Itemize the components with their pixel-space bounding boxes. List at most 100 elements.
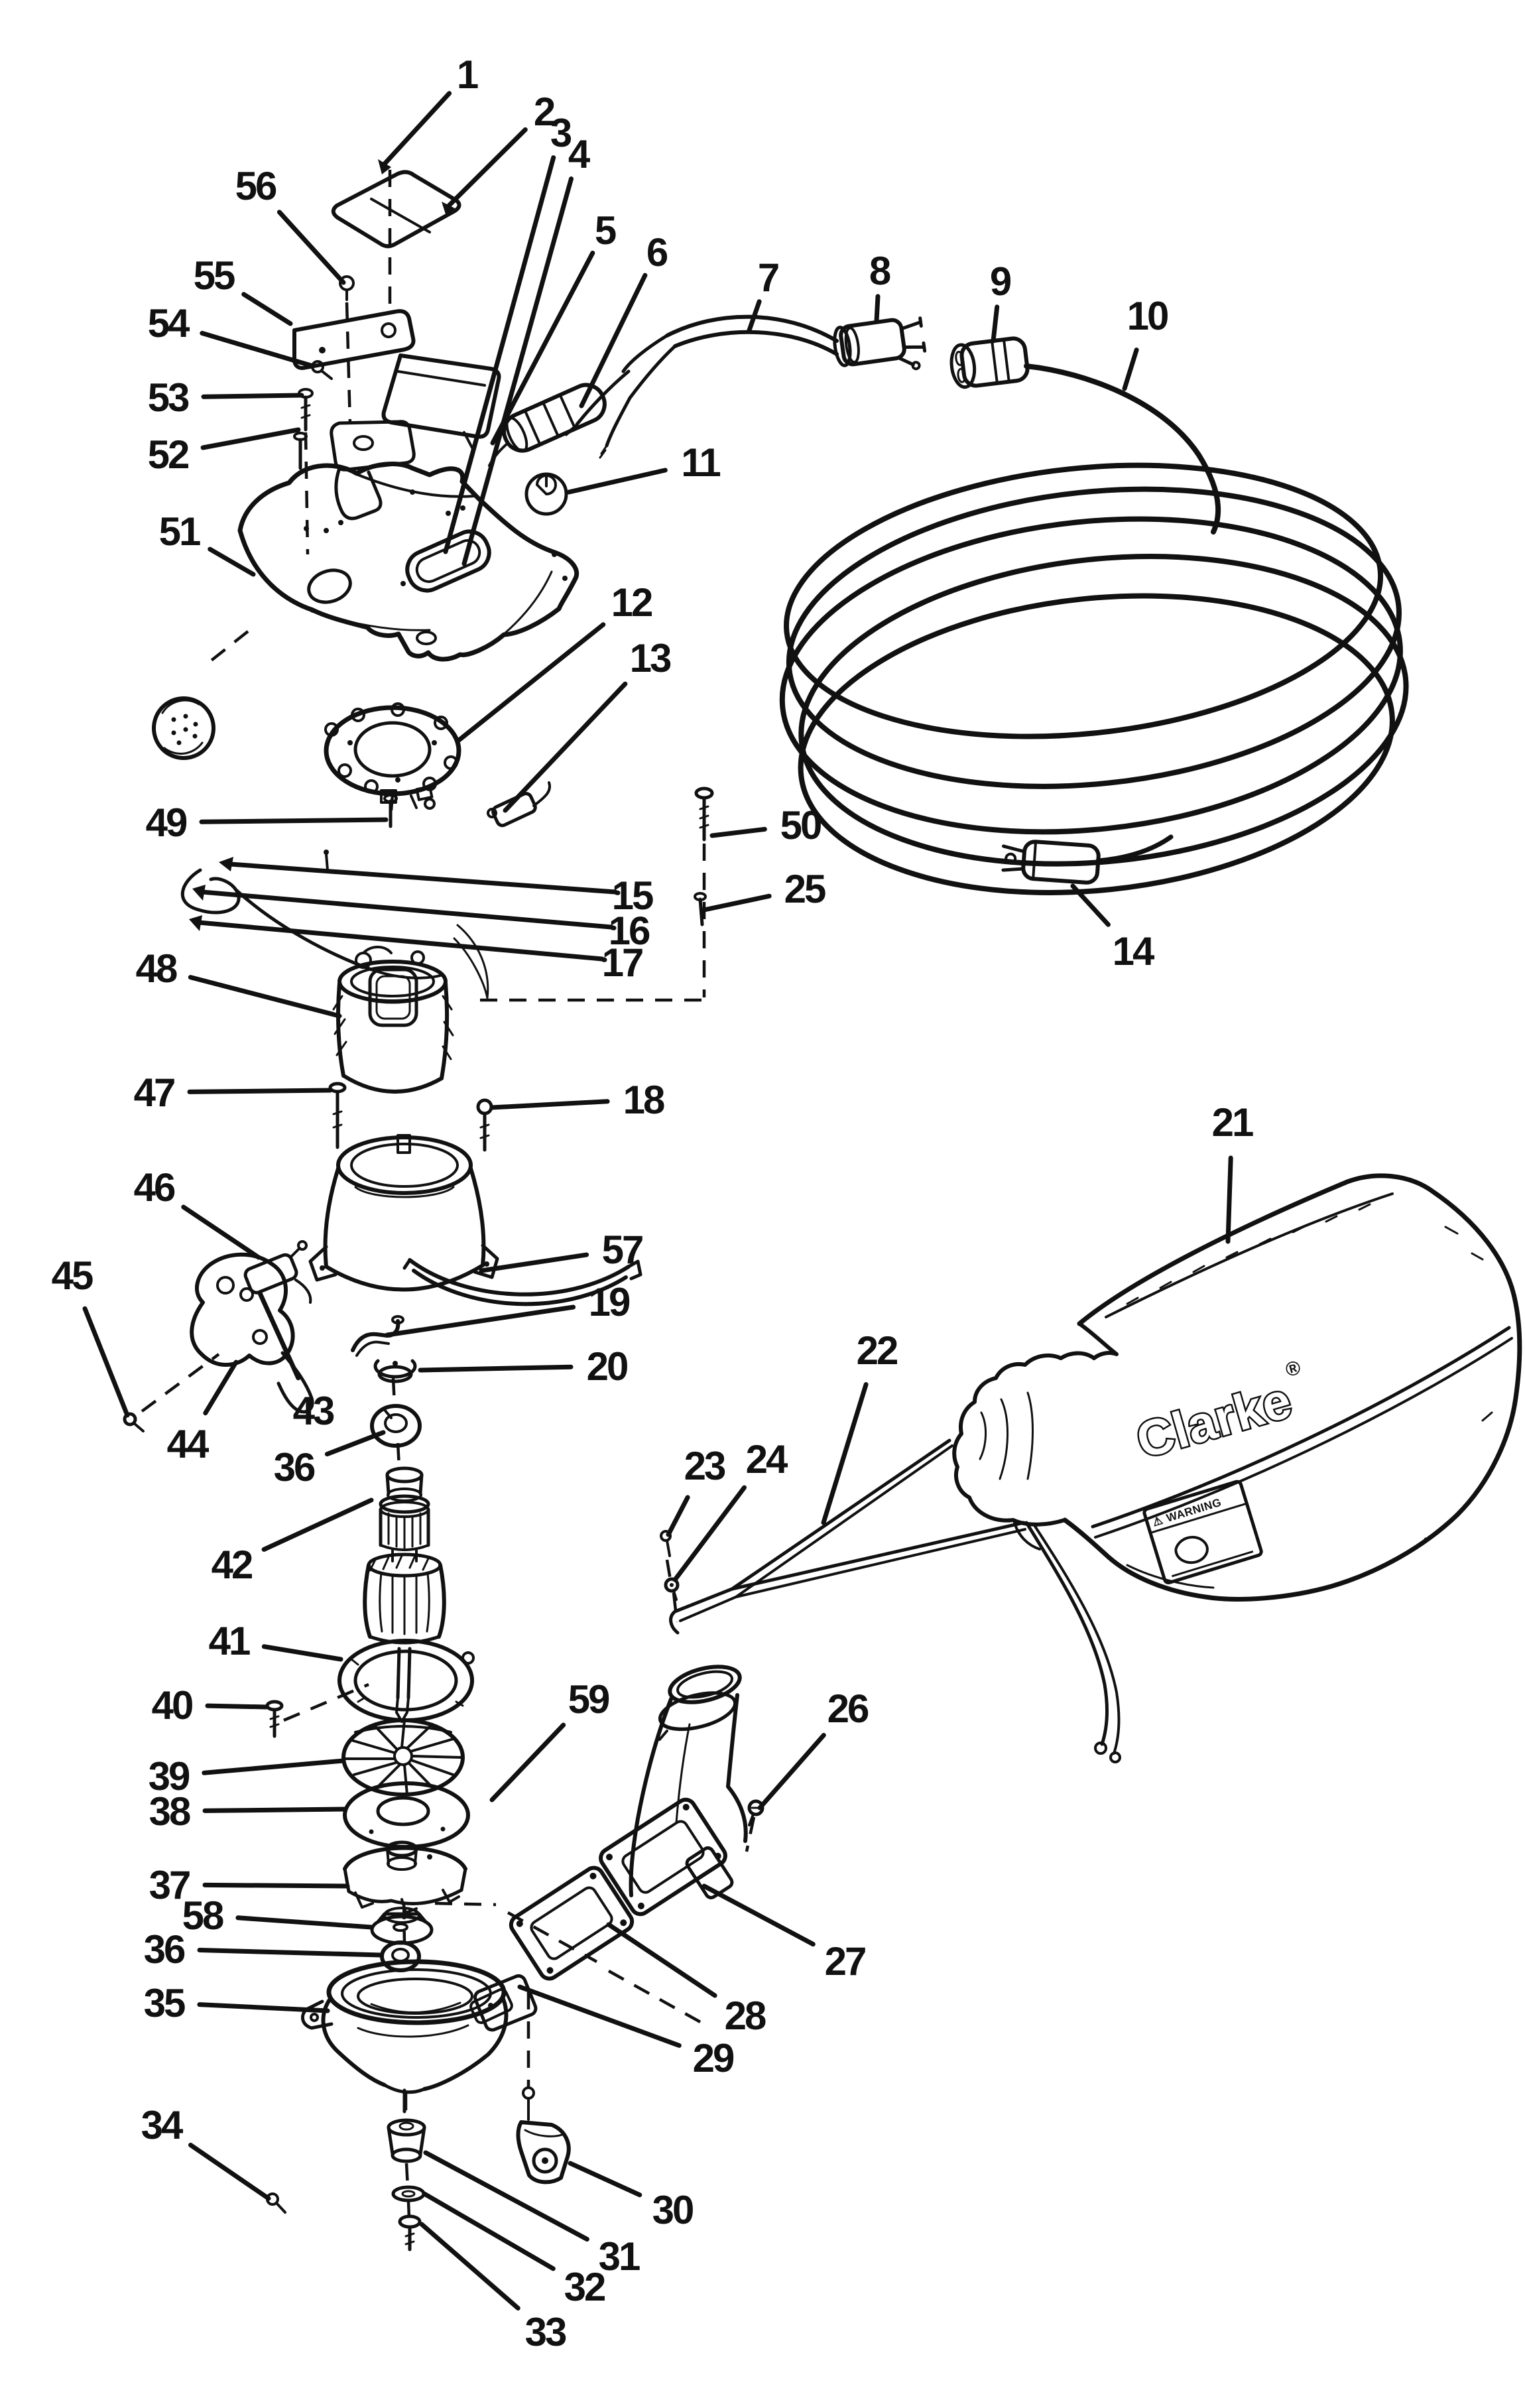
leader-line (757, 1733, 826, 1810)
part-number-label: 33 (525, 2310, 566, 2354)
screw-45 (123, 1412, 145, 1432)
part-number-label: 6 (646, 230, 668, 275)
leader-line (201, 393, 304, 399)
part-number-label: 58 (182, 1893, 223, 1938)
callout-50: 50 (709, 803, 823, 848)
callout-2: 2 (446, 90, 556, 209)
callout-59: 59 (489, 1677, 611, 1803)
leader-line (261, 1497, 374, 1552)
cord-plug-part (1001, 834, 1174, 885)
leader-line (874, 294, 881, 324)
push-nut-20 (373, 1359, 417, 1383)
callout-51: 51 (159, 509, 256, 577)
leader-line (702, 893, 772, 913)
part-number-label: 36 (274, 1445, 315, 1489)
screw-18 (476, 1098, 493, 1152)
leader-line (181, 1204, 261, 1260)
screw-33 (398, 2214, 422, 2251)
leader-line (517, 1984, 682, 2048)
part-number-label: 51 (159, 509, 200, 554)
leader-line (489, 1099, 610, 1110)
switch-body-part (330, 420, 416, 521)
blower-bowl-part (300, 1959, 538, 2114)
connector-part (949, 336, 1030, 389)
leader-line (422, 2191, 556, 2271)
callout-24: 24 (672, 1437, 790, 1582)
leader-line (200, 427, 301, 450)
part-number-label: 21 (1212, 1100, 1253, 1145)
motor-band-part (402, 1258, 642, 1306)
part-number-label: 12 (611, 580, 652, 625)
bail-wire-part (669, 1438, 1026, 1635)
callout-55: 55 (194, 253, 293, 326)
leader-line (423, 2150, 589, 2242)
part-number-label: 1 (457, 52, 478, 97)
callout-19: 19 (385, 1280, 632, 1338)
leader-line (197, 2002, 330, 2013)
leader-arrowhead (442, 202, 455, 216)
part-number-label: 56 (235, 164, 276, 208)
leader-line (276, 210, 346, 285)
part-number-label: 43 (293, 1389, 334, 1433)
callout-6: 6 (579, 230, 670, 409)
leader-line (188, 2143, 271, 2201)
leader-line (197, 1948, 383, 1958)
leader-line (666, 1495, 690, 1537)
leader-line (503, 681, 628, 813)
leader-line (202, 1882, 350, 1889)
part-number-label: 14 (1113, 929, 1155, 974)
fan-part (341, 1718, 465, 1797)
part-number-label: 3 (550, 111, 572, 155)
part-number-label: 34 (141, 2103, 184, 2147)
callout-10: 10 (1122, 294, 1170, 391)
part-number-label: 29 (693, 2036, 734, 2080)
callout-29: 29 (517, 1984, 736, 2080)
leader-line (446, 127, 528, 209)
part-number-label: 39 (149, 1754, 190, 1799)
leader-line (568, 2161, 642, 2198)
bag-print: Clarke ® (1128, 1356, 1303, 1471)
callout-34: 34 (141, 2103, 271, 2201)
callout-54: 54 (148, 301, 316, 369)
part-number-label: 19 (589, 1280, 630, 1324)
part-number-label: 27 (825, 1939, 865, 1984)
callout-49: 49 (146, 800, 389, 845)
callout-30: 30 (568, 2161, 695, 2232)
leader-line (82, 1306, 130, 1418)
part-number-label: 37 (149, 1863, 190, 1907)
part-number-label: 40 (152, 1683, 192, 1728)
leader-line (702, 1883, 816, 1947)
leader-line (991, 304, 1000, 344)
callout-32: 32 (422, 2191, 607, 2309)
flanged-nut-part (370, 1907, 434, 1945)
part-number-label: 44 (167, 1422, 210, 1466)
leader-line (456, 622, 606, 743)
callout-26: 26 (757, 1686, 871, 1810)
callout-31: 31 (423, 2150, 642, 2279)
screw-23 (660, 1530, 672, 1557)
callout-38: 38 (149, 1789, 348, 1834)
callout-37: 37 (149, 1863, 350, 1907)
part-number-label: 41 (209, 1619, 250, 1663)
callout-7: 7 (747, 255, 780, 333)
leader-line (203, 1360, 239, 1416)
clip-19 (351, 1315, 404, 1357)
brush-ring-part (324, 702, 461, 810)
leader-line (418, 1364, 574, 1373)
leader-line (566, 468, 668, 495)
capacitor-part (502, 383, 607, 453)
callout-12: 12 (456, 580, 654, 743)
callout-15: 15 (612, 873, 655, 918)
part-number-label: 49 (146, 800, 187, 845)
part-number-label: 32 (564, 2265, 605, 2309)
duct-part (599, 1665, 748, 1917)
armature-part (363, 1466, 446, 1723)
part-number-label: 55 (194, 253, 235, 298)
part-number-label: 36 (144, 1927, 185, 1972)
cord-coil-part (779, 462, 1409, 895)
screw-40 (265, 1700, 284, 1738)
alignment-dashed-lines (141, 170, 756, 2218)
callout-22: 22 (821, 1328, 899, 1525)
